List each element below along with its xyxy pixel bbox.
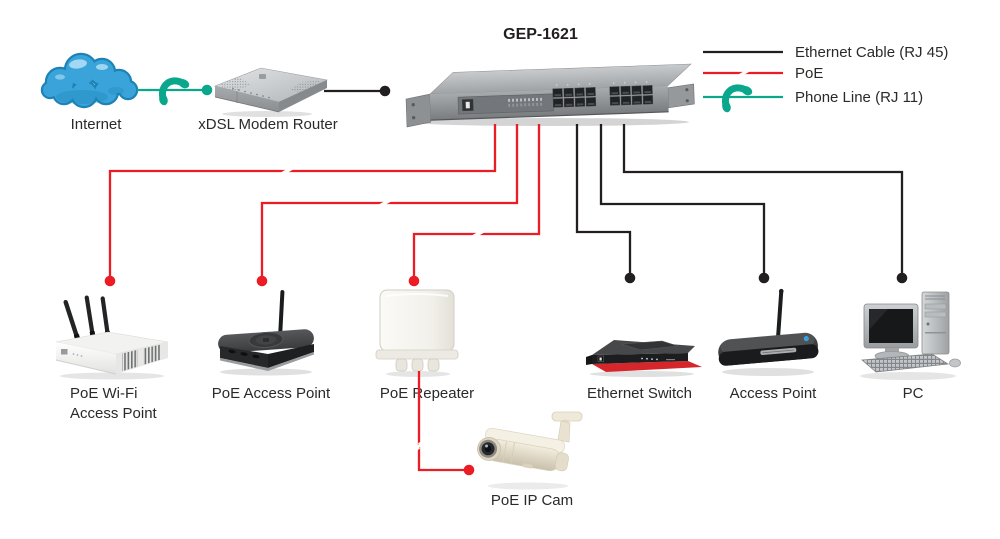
internet-cloud-icon bbox=[34, 48, 146, 118]
poe-access-point-icon bbox=[206, 286, 326, 376]
poe-wifi-ap-label-line1: PoE Wi-Fi bbox=[70, 385, 138, 402]
poe-repeater-icon bbox=[370, 284, 470, 378]
modem-label: xDSL Modem Router bbox=[198, 116, 338, 133]
wire-ethernet-switch-to-access-point bbox=[599, 124, 770, 284]
wire-poe-repeater-to-ip-cam bbox=[398, 371, 475, 476]
connector-dot bbox=[463, 464, 475, 476]
poe-wifi-access-point-icon bbox=[46, 286, 174, 380]
wire-legend-poe bbox=[703, 59, 783, 87]
wire-ethernet-modem-to-switch bbox=[324, 85, 391, 97]
wire-poe-switch-to-repeater bbox=[408, 124, 541, 287]
connector-dot bbox=[201, 84, 213, 96]
wire-ethernet-switch-to-ethernet-switch bbox=[575, 124, 636, 284]
access-point-label: Access Point bbox=[729, 385, 817, 402]
wire-ethernet-switch-to-pc bbox=[622, 124, 908, 284]
poe-wifi-ap-label-line2: Access Point bbox=[70, 405, 157, 422]
xdsl-modem-router-icon bbox=[203, 60, 333, 118]
wire-poe-switch-to-access-point bbox=[256, 124, 519, 287]
connector-dot bbox=[758, 272, 770, 284]
connector-dot bbox=[104, 275, 116, 287]
wire-poe-switch-to-wifi-ap bbox=[104, 124, 497, 287]
pc-label: PC bbox=[902, 385, 924, 402]
legend-phone-label: Phone Line (RJ 11) bbox=[795, 89, 924, 106]
poe-ip-cam-icon bbox=[466, 404, 606, 500]
connector-dot bbox=[896, 272, 908, 284]
gep-1621-switch-icon bbox=[396, 56, 702, 134]
switch-title: GEP-1621 bbox=[503, 26, 578, 43]
wire-legend-phone bbox=[703, 79, 783, 116]
poe-access-point-label: PoE Access Point bbox=[211, 385, 331, 402]
ethernet-switch-label: Ethernet Switch bbox=[586, 385, 693, 402]
poe-ip-cam-label: PoE IP Cam bbox=[490, 492, 574, 509]
ethernet-switch-icon bbox=[574, 326, 710, 380]
connector-dot bbox=[379, 85, 391, 97]
legend-ethernet-label: Ethernet Cable (RJ 45) bbox=[795, 44, 949, 61]
connector-dot bbox=[624, 272, 636, 284]
internet-label: Internet bbox=[70, 116, 122, 133]
connector-dot bbox=[408, 275, 420, 287]
poe-repeater-label: PoE Repeater bbox=[379, 385, 475, 402]
legend-poe-label: PoE bbox=[795, 65, 824, 82]
poe-wifi-ap-label: PoE Wi-Fi Access Point bbox=[70, 384, 157, 424]
access-point-icon bbox=[708, 284, 826, 382]
connector-dot bbox=[256, 275, 268, 287]
wire-phone-internet-to-modem bbox=[137, 72, 213, 109]
pc-icon bbox=[856, 288, 966, 382]
